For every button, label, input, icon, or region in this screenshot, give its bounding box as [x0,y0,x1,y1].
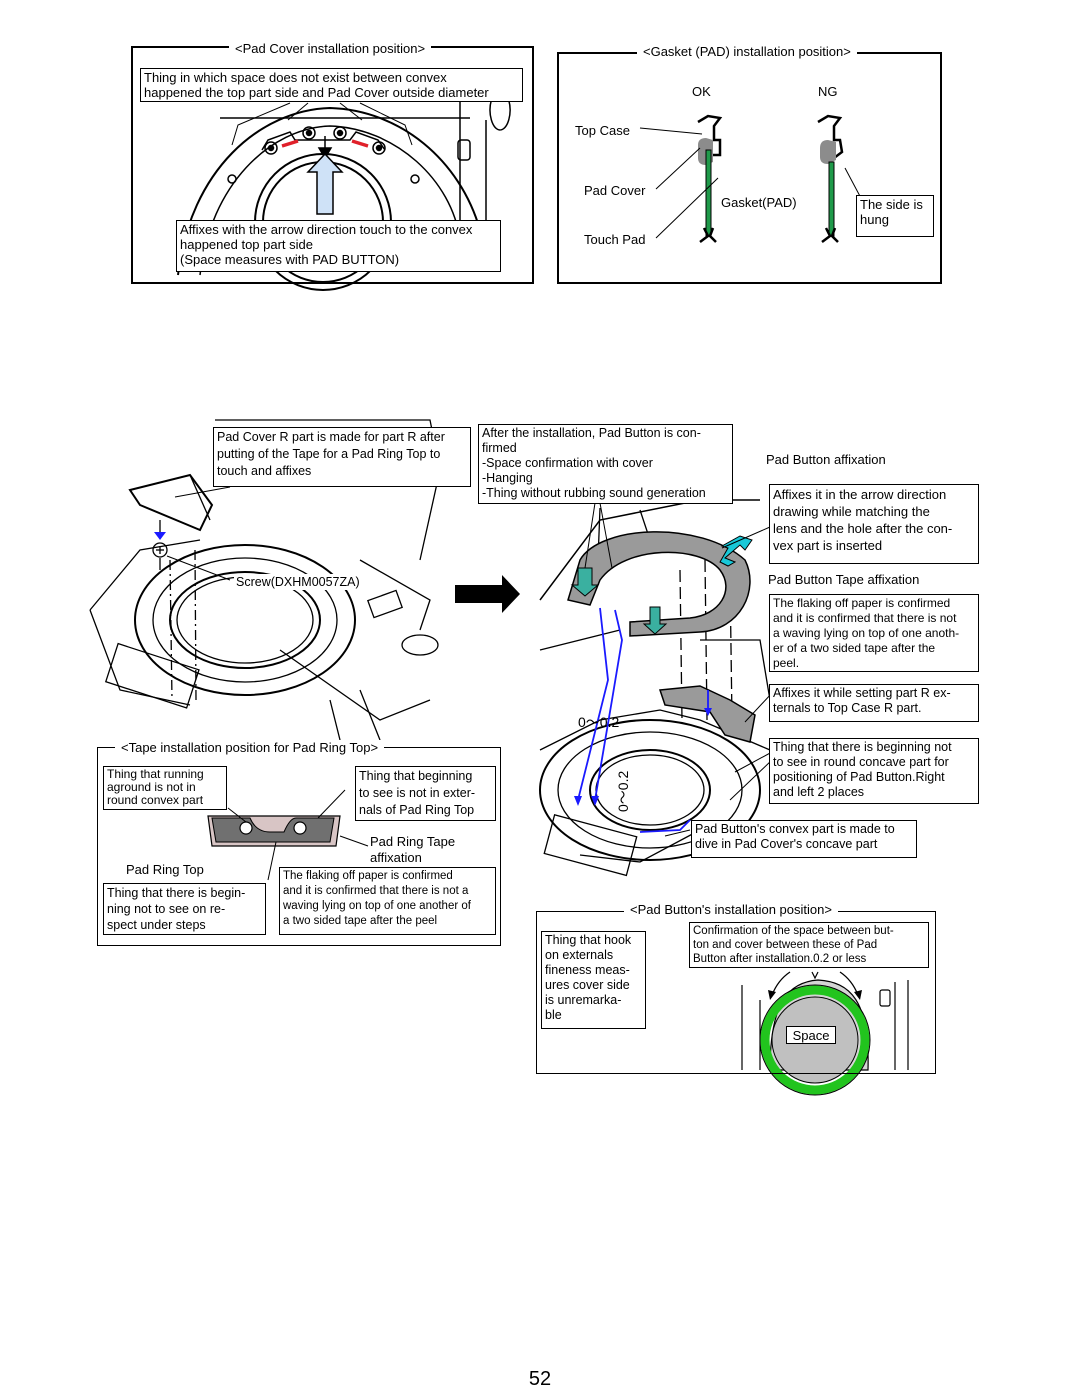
after-install-note: After the installation, Pad Button is co… [478,424,733,504]
space-confirmation-note: Confirmation of the space between but- t… [689,922,929,968]
pad-button-tape-label: Pad Button Tape affixation [768,572,920,587]
gasket-ok-drawing [697,114,723,157]
tape-note-beginning: Thing that beginning to see is not in ex… [355,766,496,821]
pad-cover-leader-lines [231,102,413,146]
side-hung-note: The side is hung [856,195,934,237]
tape-note-running: Thing that running aground is not in rou… [103,766,227,810]
part-r-note: Affixes it while setting part R ex- tern… [769,684,979,722]
down-arrow-teal-1 [570,567,600,597]
down-arrow-teal-2 [642,606,668,635]
pad-ring-top-label: Pad Ring Top [126,862,204,877]
pad-ring-tape-drawing [207,789,369,881]
pad-cover-note-top: Thing in which space does not exist betw… [140,68,523,102]
blue-leader-arrows [577,607,709,833]
concave-part-note: Thing that there is beginning not to see… [769,738,979,804]
pad-button-panel-title: <Pad Button's installation position> [624,902,838,917]
gasket-installation-panel [557,52,942,284]
touch-pad-label: Touch Pad [584,232,646,247]
pad-button-part-r [658,685,756,743]
hook-note: Thing that hook on externals fineness me… [541,931,646,1029]
space-label: Space [786,1026,836,1044]
gasket-ng-pad [820,140,836,164]
right-leader-lines [584,502,773,837]
gap-label-vertical: 0～0.2 [615,770,631,812]
pad-button-tape [567,531,751,637]
screw-label: Screw(DXHM0057ZA) [234,574,362,590]
process-arrow [455,575,520,613]
convex-part-note: Pad Button's convex part is made to dive… [691,820,917,858]
tape-note-steps: Thing that there is begin- ning not to s… [103,883,266,935]
gasket-panel-title: <Gasket (PAD) installation position> [637,44,857,59]
tape-note-flaking: The flaking off paper is confirmed and i… [279,867,496,935]
pad-ring-tape-label: Pad Ring Tape affixation [370,834,456,865]
gasket-ng-drawing [817,114,844,159]
tape-panel-title: <Tape installation position for Pad Ring… [115,740,385,755]
pad-cover-r-note: Pad Cover R part is made for part R afte… [213,427,471,487]
pad-cover-panel-title: <Pad Cover installation position> [229,41,432,56]
top-case-label: Top Case [575,123,630,138]
up-arrow-light-blue [306,152,344,215]
gasket-ng-label: NG [818,84,838,99]
page-number: 52 [528,1368,552,1390]
left-assembly-drawing [89,419,441,741]
arrow-direction-note: Affixes it in the arrow direction drawin… [769,484,979,564]
pad-cover-note-bottom: Affixes with the arrow direction touch t… [176,220,501,272]
gasket-ok-label: OK [692,84,711,99]
gap-label-horizontal: 0～0.2 [578,714,620,730]
pad-button-affixation-label: Pad Button affixation [766,452,886,467]
red-convex-marks [281,139,369,148]
cyan-arrow [719,535,753,567]
right-flaking-note: The flaking off paper is confirmed and i… [769,594,979,672]
pad-cover-label: Pad Cover [584,183,646,198]
gasket-pad-label: Gasket(PAD) [721,195,797,210]
gasket-leader-lines [639,127,863,239]
